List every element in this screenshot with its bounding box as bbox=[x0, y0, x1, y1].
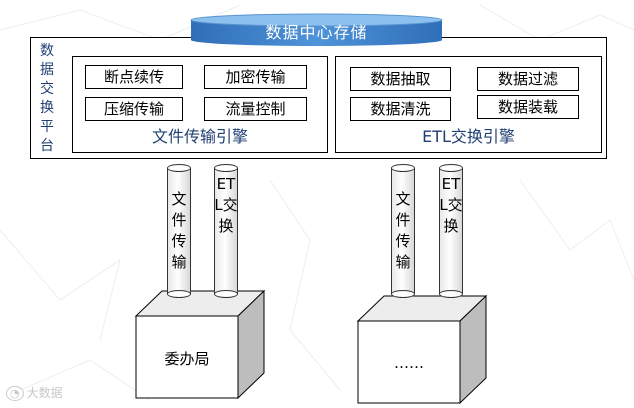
pipe-label: 文件传输 bbox=[395, 190, 411, 271]
pipe-label: ETL交换 bbox=[214, 175, 238, 235]
pipe-etl-left bbox=[214, 168, 238, 294]
function-box: 数据过滤 bbox=[477, 67, 579, 91]
pipe-cap bbox=[391, 290, 415, 298]
pipe-file-transfer-right bbox=[391, 168, 415, 294]
function-box: 数据抽取 bbox=[350, 67, 451, 91]
pipe-cap bbox=[439, 290, 463, 298]
pipe-cap bbox=[214, 290, 238, 298]
function-box: 数据清洗 bbox=[350, 97, 451, 121]
node-label-right: …… bbox=[394, 354, 424, 372]
pipe-etl-right bbox=[439, 168, 463, 294]
storage-label: 数据中心存储 bbox=[265, 23, 368, 42]
function-box: 流量控制 bbox=[204, 97, 307, 121]
function-box: 数据装载 bbox=[477, 95, 579, 119]
pipe-cap bbox=[167, 164, 191, 172]
engine-title: ETL交换引擎 bbox=[422, 127, 515, 146]
file-transfer-engine: 断点续传 加密传输 压缩传输 流量控制 文件传输引擎 bbox=[72, 56, 328, 153]
watermark-text: 大数据 bbox=[26, 386, 63, 400]
pipe-cap bbox=[391, 164, 415, 172]
pipe-file-transfer-left bbox=[167, 168, 191, 294]
function-box: 压缩传输 bbox=[85, 97, 183, 121]
node-label-left: 委办局 bbox=[164, 350, 210, 368]
pipe-cap bbox=[167, 290, 191, 298]
function-box: 断点续传 bbox=[85, 65, 183, 89]
engine-title: 文件传输引擎 bbox=[151, 127, 248, 146]
function-box: 加密传输 bbox=[204, 65, 307, 89]
watermark-logo: ◔大数据 bbox=[6, 384, 63, 401]
platform-label: 数据交换平台 bbox=[40, 43, 54, 154]
pipe-label: 文件传输 bbox=[171, 190, 187, 271]
etl-exchange-engine: 数据抽取 数据过滤 数据清洗 数据装载 ETL交换引擎 bbox=[335, 56, 602, 153]
pipe-cap bbox=[214, 164, 238, 172]
pipe-label: ETL交换 bbox=[439, 175, 463, 235]
pipe-cap bbox=[439, 164, 463, 172]
data-storage-cylinder bbox=[190, 13, 443, 46]
